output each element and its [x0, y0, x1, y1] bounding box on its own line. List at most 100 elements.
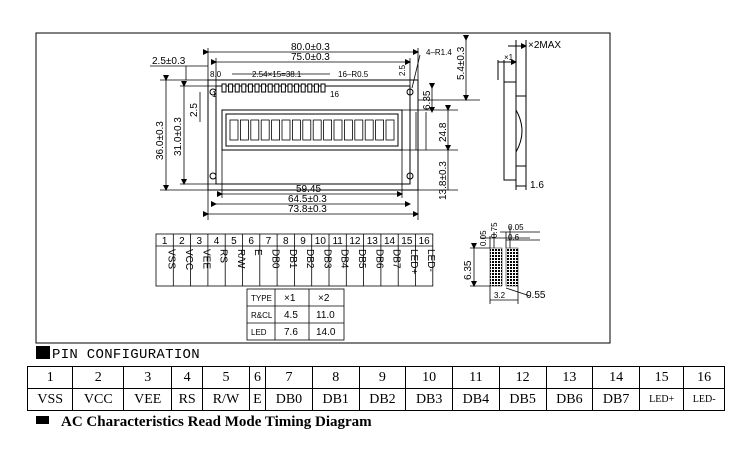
pin-hole: [313, 83, 319, 93]
pin-hole: [221, 83, 227, 93]
drawing-pin-number: 6: [248, 236, 254, 247]
drawing-pin-number: 12: [349, 236, 361, 247]
drawing-pin-number: 8: [283, 236, 289, 247]
pin-number-cell: 16: [683, 366, 725, 389]
drawing-pin-name: VSS: [166, 249, 177, 269]
type-led-x1: 7.6: [284, 327, 298, 338]
dim-2-5-top: 2.5: [398, 64, 407, 76]
drawing-pin-number: 1: [162, 236, 168, 247]
dim-31: 31.0±0.3: [173, 117, 184, 156]
drawing-pin-name: LED+: [408, 249, 419, 274]
character-cell: [364, 119, 374, 141]
dim-59-45: 59.45: [296, 184, 321, 195]
character-cell: [333, 119, 343, 141]
pin-number-cell: 1: [26, 366, 74, 389]
ac-characteristics-heading: AC Characteristics Read Mode Timing Diag…: [36, 414, 372, 431]
pin-name-cell: LED+: [638, 388, 685, 411]
pin-name-cell: DB1: [311, 388, 360, 411]
type-header-x2: ×2: [318, 293, 330, 304]
drawing-pin-number: 15: [401, 236, 413, 247]
dot-matrix-detail: [489, 247, 519, 287]
drawing-pin-name: DB7: [391, 249, 402, 269]
drawing-pin-number: 5: [231, 236, 237, 247]
dim-75: 75.0±0.3: [291, 52, 330, 63]
pin-hole: [228, 83, 234, 93]
dim-x2max: ×2MAX: [528, 40, 561, 51]
dim-2-5-vert: 2.5: [189, 103, 200, 117]
drawing-pin-name: VEE: [200, 249, 211, 269]
drawing-pin-number: 16: [419, 236, 431, 247]
dim-c-005a: 0.05: [479, 230, 488, 246]
pin-number-cell: 13: [545, 366, 594, 389]
drawing-pin-name: VCC: [183, 249, 194, 270]
dim-8: 8.0: [210, 70, 222, 79]
dim-r14: 4–R1.4: [426, 48, 452, 57]
drawing-pin-name: DB2: [304, 249, 315, 269]
dim-2-5-left: 2.5±0.3: [152, 56, 186, 67]
dim-r05: 16–R0.5: [338, 70, 369, 79]
pin-hole: [320, 83, 326, 93]
pin-hole: [261, 83, 267, 93]
pin-name-cell: VCC: [72, 388, 125, 411]
pin-hole: [267, 83, 273, 93]
dim-24-8: 24.8: [438, 122, 449, 142]
pin-hole: [274, 83, 280, 93]
pin-name-cell: DB3: [405, 388, 454, 411]
module-front-view: [207, 79, 419, 191]
pin-hole: [241, 83, 247, 93]
pin-number-cell: 7: [265, 366, 313, 389]
dim-c-055: 0.55: [526, 290, 546, 301]
character-cell: [312, 119, 322, 141]
dim-64-5: 64.5±0.3: [288, 194, 327, 205]
ac-characteristics-title: AC Characteristics Read Mode Timing Diag…: [61, 414, 372, 430]
heading-square: [36, 346, 50, 359]
pin-name-cell: DB2: [358, 388, 407, 411]
pin-number-cell: 9: [358, 366, 407, 389]
dim-x1: ×1: [504, 53, 514, 62]
drawing-pin-name: DB3: [321, 249, 332, 269]
dim-c-06: 0.6: [508, 233, 520, 242]
pin-number-cell: 12: [498, 366, 547, 389]
pin-number-cell: 10: [405, 366, 454, 389]
pin-hole: [247, 83, 253, 93]
character-cell: [354, 119, 364, 141]
drawing-pin-name: DB5: [356, 249, 367, 269]
pin-hole: [307, 83, 313, 93]
drawing-pin-number: 2: [179, 236, 185, 247]
dim-80: 80.0±0.3: [291, 42, 330, 53]
dim-36: 36.0±0.3: [155, 121, 166, 160]
character-cell: [281, 119, 291, 141]
type-header-x1: ×1: [284, 293, 296, 304]
pin-name-cell: VSS: [26, 388, 74, 411]
drawing-pin-number: 4: [214, 236, 220, 247]
type-header: TYPE: [251, 294, 272, 303]
pin-configuration-heading: PIN CONFIGURATION: [36, 346, 200, 363]
pin-number-cell: 2: [72, 366, 125, 389]
dim-pitch: 2.54×15=38.1: [252, 70, 302, 79]
drawing-pin-number: 9: [300, 236, 306, 247]
pin-number-cell: 6: [248, 366, 267, 389]
drawing-pin-name: LED-: [425, 249, 436, 272]
pin-hole: [300, 83, 306, 93]
drawing-pin-number: 11: [332, 236, 343, 247]
pin-number-cell: 3: [123, 366, 173, 389]
type-row-rcl: R&CL: [251, 311, 273, 320]
pin-number-cell: 4: [171, 366, 204, 389]
type-rcl-x1: 4.5: [284, 310, 298, 321]
pin-name-cell: LED-: [683, 388, 725, 411]
dim-c-075: 0.75: [490, 222, 499, 238]
drawing-pin-number: 14: [384, 236, 396, 247]
drawing-pin-name: DB6: [373, 249, 384, 269]
pin-number-cell: 11: [452, 366, 500, 389]
drawing-pin-table: [155, 233, 434, 287]
drawing-frame: [35, 32, 611, 344]
pin-number-cell: 15: [638, 366, 685, 389]
drawing-pin-name: E: [252, 249, 263, 256]
pin-number-cell: 14: [592, 366, 640, 389]
dim-c-005b: 0.05: [508, 223, 524, 232]
pin-name-cell: RS: [171, 388, 204, 411]
pin-hole: [287, 83, 293, 93]
pin-row: [221, 83, 326, 93]
